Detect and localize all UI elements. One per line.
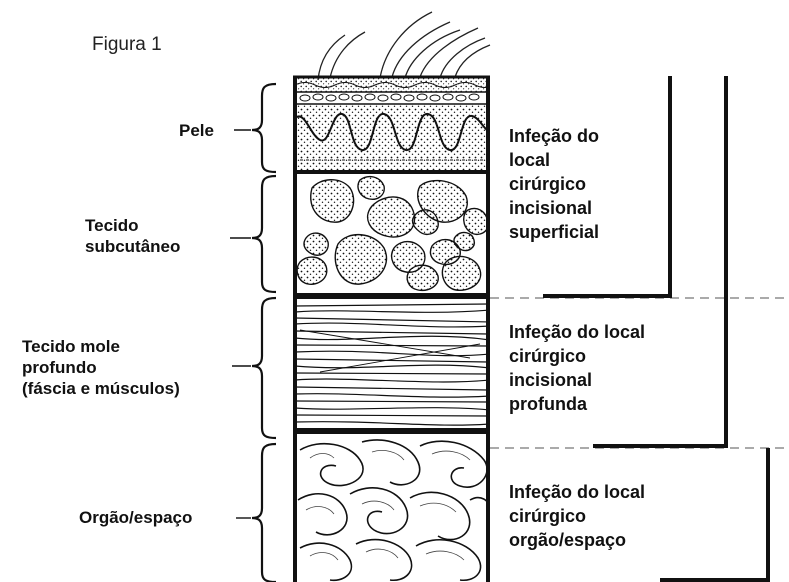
organ-layer [298,440,490,580]
label-leaders [230,130,251,518]
fat-layer [297,177,488,291]
figure-label: Figura 1 [92,34,162,56]
epidermis-layer [295,78,495,104]
layer-braces [252,84,276,582]
tissue-column [295,78,495,580]
layer-label-subcutaneous: Tecido subcutâneo [85,215,180,257]
layer-label-deep-soft-tissue: Tecido mole profundo (fáscia e músculos) [22,336,180,399]
fascia-band [295,293,490,299]
dermis-layer [295,104,490,174]
hair-strands [318,12,490,80]
peritoneum-band [295,428,490,434]
organ-folds [306,450,470,560]
layer-label-pele: Pele [179,120,214,141]
infection-label-superficial: Infeção do local cirúrgico incisional su… [509,124,599,244]
infection-label-organ-space: Infeção do local cirúrgico orgão/espaço [509,480,645,552]
infection-label-deep: Infeção do local cirúrgico incisional pr… [509,320,645,416]
muscle-layer [295,304,490,425]
layer-label-organ-space: Orgão/espaço [79,507,192,528]
